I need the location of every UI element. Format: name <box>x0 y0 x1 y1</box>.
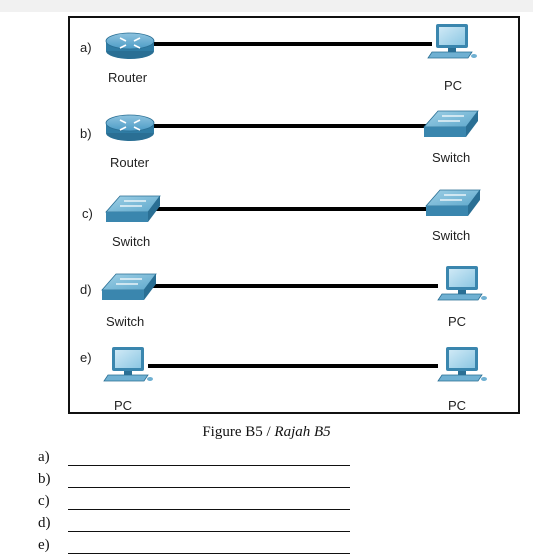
caption-main: Figure B5 / <box>202 424 275 440</box>
device-label: Switch <box>432 228 470 243</box>
device-label: PC <box>448 314 466 329</box>
answer-blank[interactable] <box>68 553 350 554</box>
answer-letter: d) <box>38 515 51 531</box>
pc-icon <box>427 24 477 59</box>
device-label: Switch <box>112 234 150 249</box>
answer-row: e) <box>38 536 358 558</box>
answer-list: a) b) c) d) e) <box>38 448 358 558</box>
answer-letter: b) <box>38 471 51 487</box>
switch-icon <box>105 195 161 222</box>
row-e: e) PC PC <box>80 347 487 413</box>
device-label: Switch <box>106 314 144 329</box>
row-letter: a) <box>80 40 92 55</box>
row-b: b) Router Switch <box>80 110 479 170</box>
answer-blank[interactable] <box>68 531 350 532</box>
answer-blank[interactable] <box>68 509 350 510</box>
answer-letter: a) <box>38 449 50 465</box>
device-label: PC <box>448 398 466 413</box>
answer-blank[interactable] <box>68 487 350 488</box>
pc-icon <box>103 347 153 382</box>
pc-icon <box>437 347 487 382</box>
answer-row: b) <box>38 470 358 492</box>
row-letter: c) <box>82 206 93 221</box>
device-label: Router <box>110 155 150 170</box>
answer-letter: e) <box>38 537 50 553</box>
row-letter: d) <box>80 282 92 297</box>
device-label: PC <box>444 78 462 93</box>
router-icon <box>105 114 155 141</box>
router-icon <box>105 32 155 59</box>
row-d: d) Switch PC <box>80 266 487 329</box>
top-band <box>0 0 533 12</box>
answer-row: a) <box>38 448 358 470</box>
device-label: PC <box>114 398 132 413</box>
row-c: c) Switch Switch <box>82 189 481 249</box>
switch-icon <box>423 110 479 137</box>
row-letter: e) <box>80 350 92 365</box>
switch-icon <box>101 273 157 300</box>
pc-icon <box>437 266 487 301</box>
answer-letter: c) <box>38 493 50 509</box>
row-letter: b) <box>80 126 92 141</box>
row-a: a) Router PC <box>80 24 477 93</box>
caption-italic: Rajah B5 <box>274 424 331 440</box>
device-label: Switch <box>432 150 470 165</box>
device-label: Router <box>108 70 148 85</box>
answer-row: c) <box>38 492 358 514</box>
switch-icon <box>425 189 481 216</box>
figure-caption: Figure B5 / Rajah B5 <box>0 424 533 441</box>
answer-row: d) <box>38 514 358 536</box>
cabling-diagram: a) Router PC b) Router <box>80 24 487 413</box>
answer-blank[interactable] <box>68 465 350 466</box>
